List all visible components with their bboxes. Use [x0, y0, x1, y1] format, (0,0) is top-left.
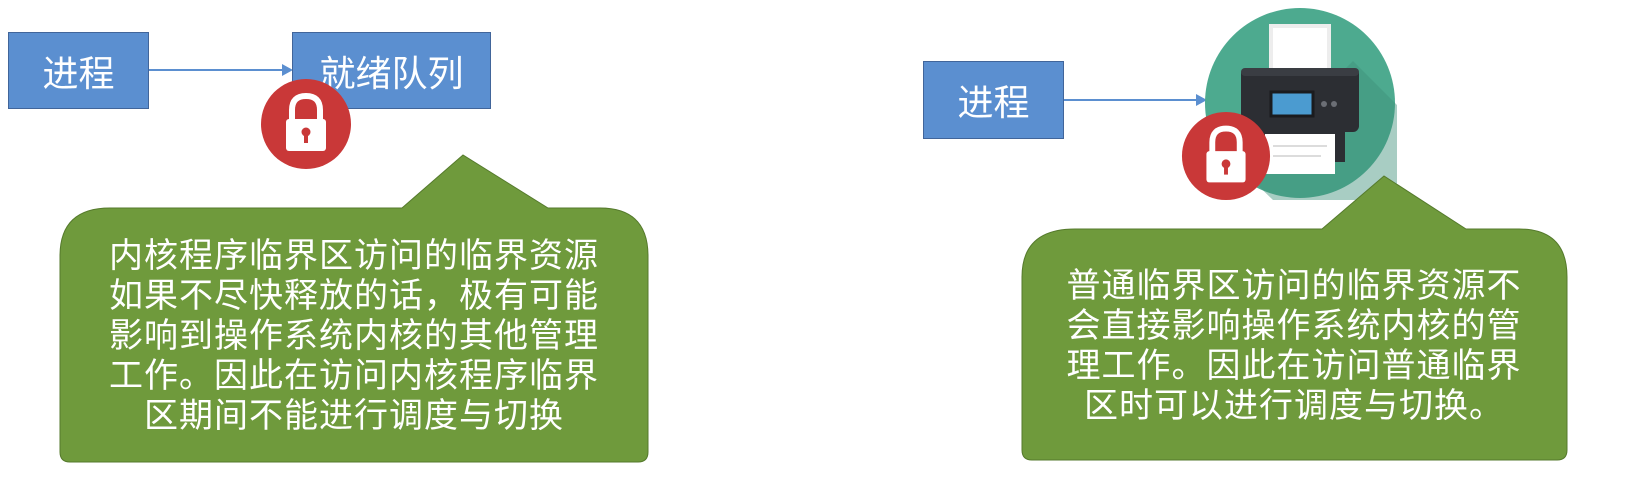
callout-text-left: 内核程序临界区访问的临界资源 如果不尽快释放的话，极有可能 影响到操作系统内核的…	[109, 236, 599, 436]
process-box-left: 进程	[8, 32, 149, 109]
process-label-right: 进程	[957, 83, 1030, 124]
process-label-left: 进程	[42, 53, 115, 95]
process-box-right: 进程	[923, 61, 1064, 139]
callout-text-right: 普通临界区访问的临界资源不 会直接影响操作系统内核的管 理工作。因此在访问普通临…	[1066, 266, 1522, 426]
padlock-icon	[259, 77, 353, 175]
padlock-icon	[1180, 110, 1272, 206]
ready-queue-label: 就绪队列	[319, 53, 464, 95]
